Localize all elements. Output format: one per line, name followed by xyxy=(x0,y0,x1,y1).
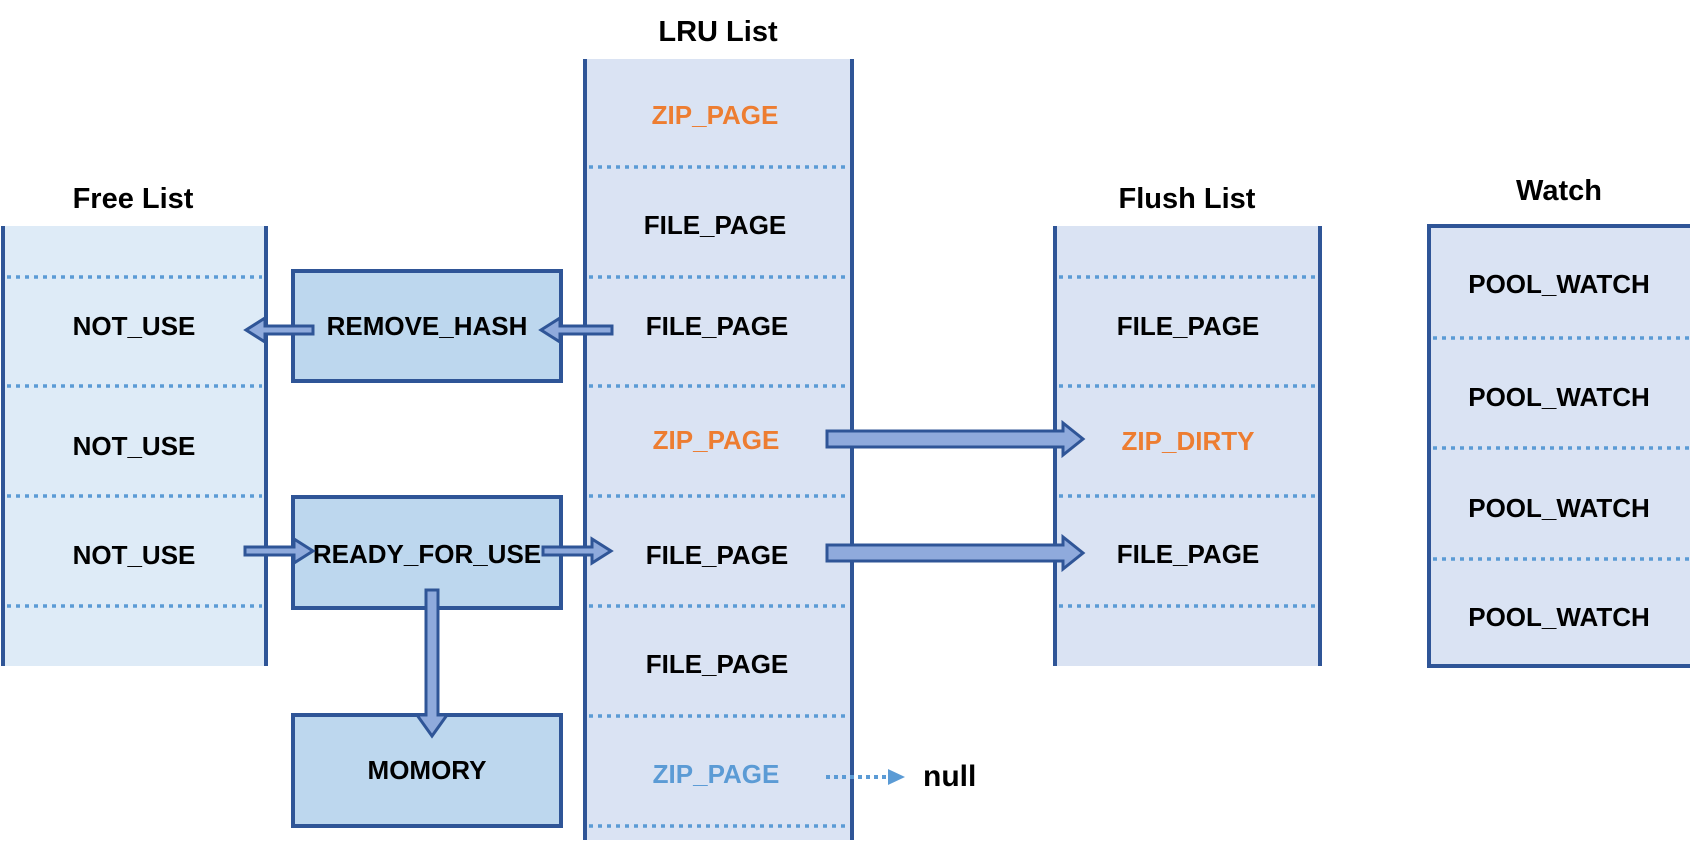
lru-list-item: ZIP_PAGE xyxy=(653,425,780,455)
memory-label: MOMORY xyxy=(368,755,487,785)
free-list-item: NOT_USE xyxy=(73,431,196,461)
lru-list-item: ZIP_PAGE xyxy=(652,100,779,130)
null-label: null xyxy=(923,760,976,793)
memory-box: MOMORY xyxy=(291,713,563,828)
watch-title: Watch xyxy=(1516,175,1602,207)
watch-item: POOL_WATCH xyxy=(1468,602,1650,632)
lru-list-item: FILE_PAGE xyxy=(644,210,787,240)
lru-list-item: ZIP_PAGE xyxy=(653,759,780,789)
remove-hash-box: REMOVE_HASH xyxy=(291,269,563,383)
lru-list-item: FILE_PAGE xyxy=(646,311,789,341)
flush-list-title: Flush List xyxy=(1119,183,1256,215)
lru-to-flush-file-arrow xyxy=(825,533,1086,573)
lru-list-item: FILE_PAGE xyxy=(646,649,789,679)
ready-to-memory-arrow xyxy=(414,588,450,739)
ready-for-use-label: READY_FOR_USE xyxy=(313,539,541,569)
watch-list: Watch POOL_WATCH POOL_WATCH POOL_WATCH P… xyxy=(1427,175,1690,668)
watch-column xyxy=(1427,224,1690,668)
remove-hash-label: REMOVE_HASH xyxy=(327,311,528,341)
lru-list-column xyxy=(585,59,852,840)
free-list: Free List NOT_USE NOT_USE NOT_USE xyxy=(1,183,268,666)
lru-to-flush-zip-arrow xyxy=(825,419,1086,459)
flush-list: Flush List FILE_PAGE ZIP_DIRTY FILE_PAGE xyxy=(1053,183,1322,666)
free-list-column xyxy=(3,226,266,666)
watch-item: POOL_WATCH xyxy=(1468,493,1650,523)
lru-list-item: FILE_PAGE xyxy=(646,540,789,570)
ready-to-lru-arrow xyxy=(541,536,614,566)
free-list-to-ready-arrow xyxy=(243,536,316,566)
watch-item: POOL_WATCH xyxy=(1468,382,1650,412)
free-list-title: Free List xyxy=(73,183,194,215)
free-list-item: NOT_USE xyxy=(73,540,196,570)
lru-to-remove-hash-arrow xyxy=(538,315,614,345)
null-pointer-arrowhead xyxy=(888,769,905,785)
flush-list-column xyxy=(1055,226,1320,666)
flush-list-item: FILE_PAGE xyxy=(1117,539,1260,569)
watch-item: POOL_WATCH xyxy=(1468,269,1650,299)
flush-list-item: ZIP_DIRTY xyxy=(1122,426,1255,456)
flush-list-item: FILE_PAGE xyxy=(1117,311,1260,341)
remove-hash-to-free-list-arrow xyxy=(243,315,315,345)
lru-list-title: LRU List xyxy=(658,16,778,48)
lru-list: LRU List ZIP_PAGE FILE_PAGE FILE_PAGE ZI… xyxy=(583,16,854,840)
free-list-item: NOT_USE xyxy=(73,311,196,341)
